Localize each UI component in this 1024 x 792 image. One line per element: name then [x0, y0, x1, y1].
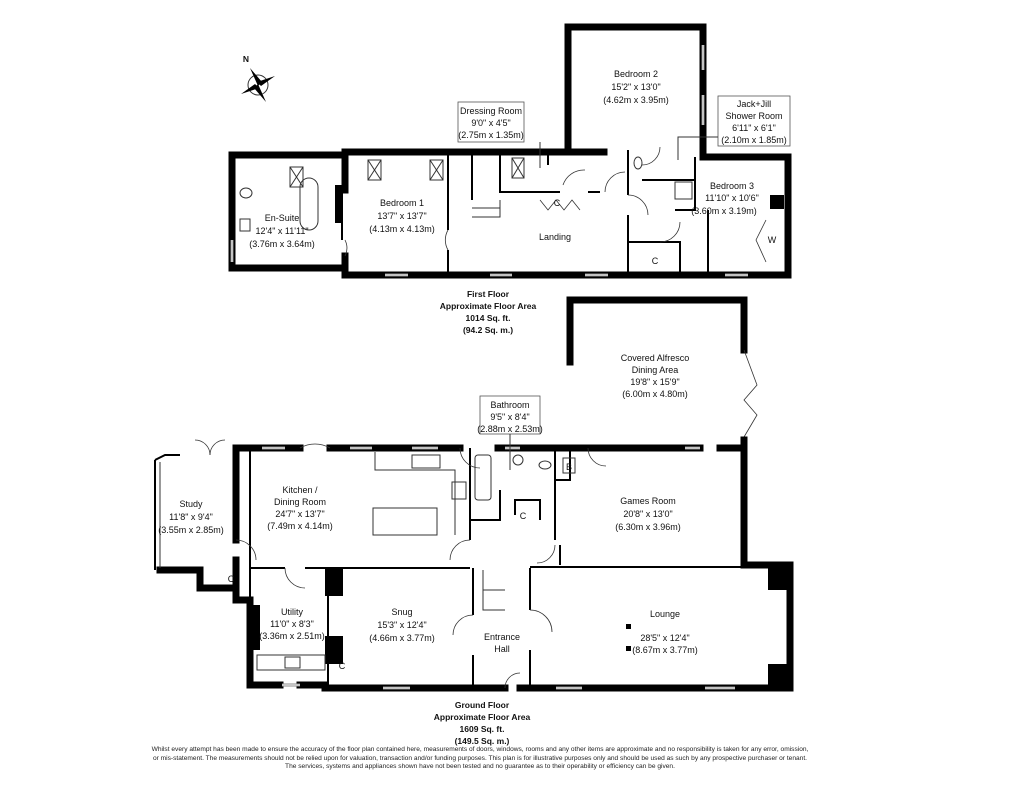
room-dimensions-imperial: 20'8" x 13'0" [623, 509, 672, 519]
room-lounge: Lounge 28'5" x 12'4" (8.67m x 3.77m) [632, 609, 698, 655]
room-name: Dressing Room [460, 106, 522, 116]
room-bedroom-3: Bedroom 3 11'10" x 10'6" (3.60m x 3.19m) [691, 181, 759, 216]
room-dimensions-metric: (2.75m x 1.35m) [458, 130, 524, 140]
room-snug: Snug 15'3" x 12'4" (4.66m x 3.77m) [369, 607, 435, 643]
room-name: Study [179, 499, 203, 509]
room-dimensions-imperial: 24'7" x 13'7" [275, 509, 324, 519]
room-dimensions-metric: (4.66m x 3.77m) [369, 633, 435, 643]
room-name-line2: Hall [494, 644, 510, 654]
room-name: Covered Alfresco [621, 353, 690, 363]
cupboard-label: C [228, 574, 235, 584]
wardrobe-label: W [768, 235, 777, 245]
room-dimensions-metric: (7.49m x 4.14m) [267, 521, 333, 531]
cupboard-label: C [652, 256, 659, 266]
first-floor-windows [230, 45, 748, 277]
floor-area-sqft: 1014 Sq. ft. [466, 313, 511, 323]
floor-area-label: Approximate Floor Area [434, 712, 531, 722]
room-name: Bedroom 2 [614, 69, 658, 79]
disclaimer-text: Whilst every attempt has been made to en… [151, 746, 809, 771]
room-kitchen-dining-room: Kitchen / Dining Room 24'7" x 13'7" (7.4… [267, 485, 333, 531]
room-covered-alfresco-dining-area: Covered Alfresco Dining Area 19'8" x 15'… [621, 353, 690, 399]
ground-floor-walls [154, 296, 794, 692]
room-name-line2: Dining Room [274, 497, 326, 507]
room-games-room: Games Room 20'8" x 13'0" (6.30m x 3.96m) [615, 496, 681, 532]
room-dimensions-imperial: 13'7" x 13'7" [377, 211, 426, 221]
room-dimensions-imperial: 9'0" x 4'5" [471, 118, 510, 128]
first-floor-area-caption: First Floor Approximate Floor Area 1014 … [440, 289, 537, 335]
cupboard-label: C [339, 661, 346, 671]
boiler-label: B [566, 462, 572, 472]
floor-area-sqm: (94.2 Sq. m.) [463, 325, 513, 335]
room-dimensions-metric: (3.76m x 3.64m) [249, 239, 315, 249]
room-dimensions-metric: (4.62m x 3.95m) [603, 95, 669, 105]
floor-area-sqm: (149.5 Sq. m.) [455, 736, 510, 746]
room-study: Study 11'8" x 9'4" (3.55m x 2.85m) [158, 499, 224, 535]
room-dimensions-metric: (2.10m x 1.85m) [721, 135, 787, 145]
room-dimensions-metric: (6.00m x 4.80m) [622, 389, 688, 399]
room-name: En-Suite [265, 213, 300, 223]
floor-title: First Floor [467, 289, 510, 299]
compass-rose-icon: N [241, 54, 275, 102]
room-entrance-hall: Entrance Hall [484, 632, 520, 654]
room-dimensions-metric: (3.36m x 2.51m) [259, 631, 325, 641]
room-name: Lounge [650, 609, 680, 619]
cupboard-label: C [520, 511, 527, 521]
room-dimensions-imperial: 15'2" x 13'0" [611, 82, 660, 92]
room-bedroom-2: Bedroom 2 15'2" x 13'0" (4.62m x 3.95m) [603, 69, 669, 105]
floor-area-sqft: 1609 Sq. ft. [460, 724, 505, 734]
floor-title: Ground Floor [455, 700, 510, 710]
compass-north-label: N [243, 54, 249, 64]
room-bedroom-1: Bedroom 1 13'7" x 13'7" (4.13m x 4.13m) [369, 198, 435, 234]
room-name: Kitchen / [282, 485, 318, 495]
first-floor-walls [228, 23, 792, 279]
ground-floor-windows [262, 446, 735, 690]
room-landing: Landing [539, 232, 571, 242]
room-name: Utility [281, 607, 303, 617]
room-dimensions-imperial: 28'5" x 12'4" [640, 633, 689, 643]
room-name: Entrance [484, 632, 520, 642]
room-name: Games Room [620, 496, 676, 506]
room-dimensions-imperial: 11'10" x 10'6" [705, 193, 759, 203]
room-jack-jill-shower-room: Jack+Jill Shower Room 6'11" x 6'1" (2.10… [677, 95, 791, 160]
room-dimensions-imperial: 9'5" x 8'4" [490, 412, 529, 422]
room-dimensions-imperial: 6'11" x 6'1" [732, 123, 776, 133]
room-dimensions-imperial: 19'8" x 15'9" [630, 377, 679, 387]
room-dimensions-metric: (8.67m x 3.77m) [632, 645, 698, 655]
room-dimensions-imperial: 11'8" x 9'4" [169, 512, 213, 522]
room-dimensions-imperial: 12'4" x 11'11" [255, 226, 308, 236]
room-dimensions-metric: (6.30m x 3.96m) [615, 522, 681, 532]
first-floor-fixtures [239, 146, 767, 263]
ground-floor-area-caption: Ground Floor Approximate Floor Area 1609… [434, 700, 531, 746]
room-dimensions-metric: (3.60m x 3.19m) [691, 206, 757, 216]
room-name-line2: Dining Area [632, 365, 679, 375]
room-dimensions-imperial: 15'3" x 12'4" [377, 620, 426, 630]
room-dimensions-metric: (4.13m x 4.13m) [369, 224, 435, 234]
room-name: Bedroom 1 [380, 198, 424, 208]
room-en-suite: En-Suite 12'4" x 11'11" (3.76m x 3.64m) [249, 213, 315, 249]
ground-floor-fixtures [194, 439, 607, 689]
room-dimensions-metric: (3.55m x 2.85m) [158, 525, 224, 535]
room-name: Bathroom [490, 400, 529, 410]
room-name: Jack+Jill [737, 99, 771, 109]
room-bathroom: Bathroom 9'5" x 8'4" (2.88m x 2.53m) [477, 395, 543, 470]
room-name-line2: Shower Room [725, 111, 782, 121]
room-dressing-room: Dressing Room 9'0" x 4'5" (2.75m x 1.35m… [457, 101, 541, 168]
room-name: Bedroom 3 [710, 181, 754, 191]
room-dimensions-metric: (2.88m x 2.53m) [477, 424, 543, 434]
floor-area-label: Approximate Floor Area [440, 301, 537, 311]
room-dimensions-imperial: 11'0" x 8'3" [270, 619, 314, 629]
room-name: Snug [391, 607, 412, 617]
room-utility: Utility 11'0" x 8'3" (3.36m x 2.51m) [259, 607, 325, 641]
cupboard-label: C [554, 198, 561, 208]
